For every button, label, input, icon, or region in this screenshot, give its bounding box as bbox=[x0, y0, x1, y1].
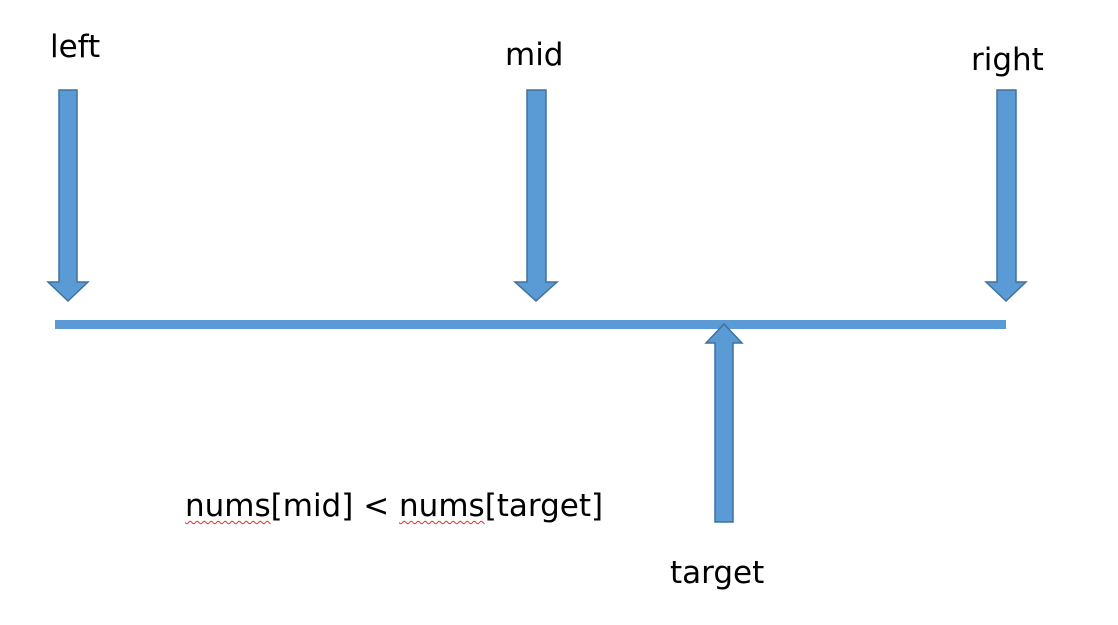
left-label: left bbox=[50, 29, 101, 65]
mid-down-arrow-icon bbox=[513, 89, 559, 303]
expr-rhs-index: [target] bbox=[484, 488, 604, 524]
target-label: target bbox=[670, 555, 765, 591]
expr-rhs-name: nums bbox=[399, 488, 485, 524]
right-label: right bbox=[971, 42, 1044, 78]
expr-operator: < bbox=[353, 488, 400, 524]
expr-lhs-name: nums bbox=[185, 488, 271, 524]
target-up-arrow-icon bbox=[704, 322, 744, 523]
right-down-arrow-icon bbox=[984, 89, 1028, 303]
left-down-arrow-icon bbox=[46, 89, 90, 303]
expr-lhs-index: [mid] bbox=[270, 488, 354, 524]
mid-label: mid bbox=[505, 37, 564, 73]
number-line bbox=[55, 320, 1006, 329]
comparison-expression: nums[mid] < nums[target] bbox=[185, 491, 603, 522]
